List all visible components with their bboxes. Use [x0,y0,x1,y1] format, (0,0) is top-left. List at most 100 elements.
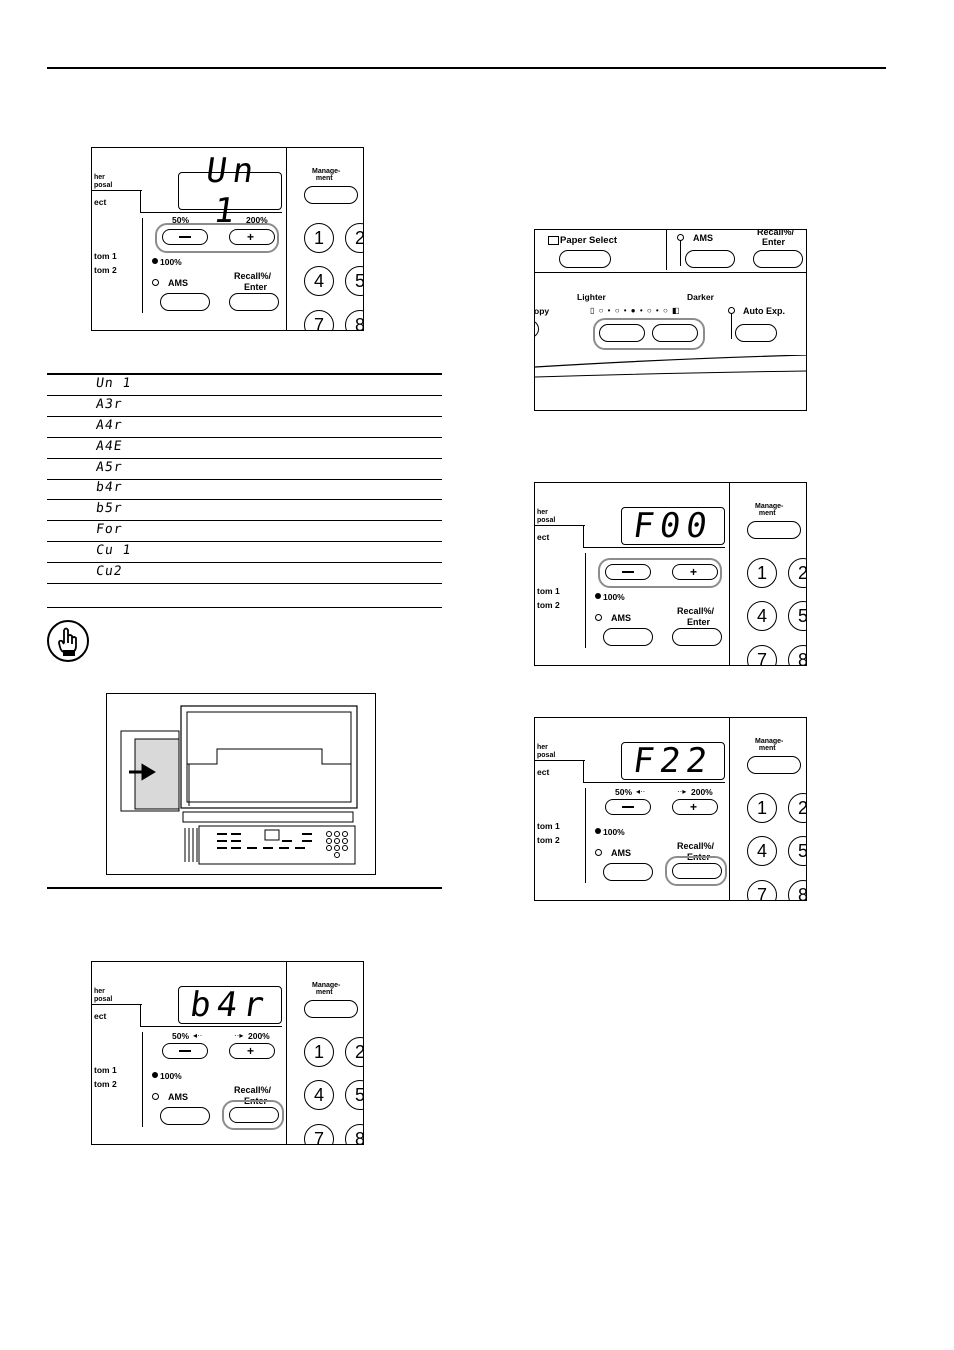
label-50: 50% [172,215,190,225]
side-label-3: ect [94,197,107,207]
table-row: b4r [47,478,442,500]
table-row: b5r [47,499,442,521]
label-50: 50% [172,1031,190,1041]
lcd-text: F00 [630,506,716,546]
enter-highlight [665,856,727,886]
lcd-display: F22 [621,741,725,781]
control-panel-f00: her posal ect tom 1 tom 2 F00 + 100% AMS… [534,482,807,666]
label-ams: AMS [611,613,631,623]
ams-button[interactable] [685,250,735,268]
zoom-minus-button[interactable] [162,1043,208,1059]
key-8[interactable]: 8 [788,880,806,900]
side-label-1: her [537,509,548,516]
paper-select-icon [548,236,559,245]
ams-button[interactable] [603,863,653,881]
enter-button[interactable] [753,250,803,268]
exposure-scale: ▯ ○ • ○ • ● • ○ • ○ ◧ [590,306,681,315]
key-2[interactable]: 2 [788,558,806,588]
side-label-7: tom 2 [94,265,117,275]
table-row: For [47,520,442,542]
side-label-1: her [94,174,105,181]
enter-button[interactable] [229,293,279,311]
auto-exp-button[interactable] [735,324,777,342]
key-2[interactable]: 2 [788,793,806,823]
copy-button[interactable] [535,320,539,338]
side-label-2: posal [537,517,556,524]
key-4[interactable]: 4 [304,1080,334,1110]
key-1[interactable]: 1 [304,223,334,253]
table-row [47,583,442,608]
key-2[interactable]: 2 [345,1037,363,1067]
control-panel-f22: her posal ect tom 1 tom 2 F22 50% ◂·· ··… [534,717,807,901]
lcd-text: b4r [187,985,273,1025]
zoom-plus-button[interactable]: + [229,229,275,245]
zoom-minus-button[interactable] [162,229,208,245]
key-4[interactable]: 4 [747,836,777,866]
lighter-button[interactable] [599,324,645,342]
side-label-7: tom 2 [537,600,560,610]
lcd-text: Un 1 [203,151,263,231]
lcd-display: Un 1 [178,151,282,231]
paper-select-button[interactable] [559,250,611,268]
key-7[interactable]: 7 [304,310,334,330]
zoom-minus-button[interactable] [605,564,651,580]
key-5[interactable]: 5 [788,601,806,631]
zoom-minus-button[interactable] [605,799,651,815]
label-lighter: Lighter [577,292,606,302]
label-recall: Recall%/ [677,841,715,851]
key-5[interactable]: 5 [788,836,806,866]
note-hand-icon [46,619,90,663]
zoom-plus-button[interactable]: + [672,564,718,580]
label-200: 200% [248,1031,270,1041]
enter-button[interactable] [229,1107,279,1123]
management-button[interactable] [747,756,801,774]
key-1[interactable]: 1 [747,793,777,823]
ams-button[interactable] [160,1107,210,1125]
ams-button[interactable] [603,628,653,646]
management-button[interactable] [304,186,358,204]
darker-button[interactable] [652,324,698,342]
zoom-plus-button[interactable]: + [229,1043,275,1059]
key-8[interactable]: 8 [788,645,806,665]
label-recall: Recall%/ [234,271,272,281]
key-4[interactable]: 4 [747,601,777,631]
key-5[interactable]: 5 [345,1080,363,1110]
section-rule [47,887,442,889]
key-1[interactable]: 1 [747,558,777,588]
management-button[interactable] [304,1000,358,1018]
table-row: Cu 1 [47,541,442,563]
table-row: A4r [47,416,442,438]
key-8[interactable]: 8 [345,310,363,330]
table-row: Cu2 [47,562,442,584]
enter-highlight [222,1100,284,1130]
key-7[interactable]: 7 [747,645,777,665]
label-recall: Recall%/ [677,606,715,616]
zoom-highlight [598,558,722,588]
label-ams: AMS [168,1092,188,1102]
side-label-1: her [94,988,105,995]
label-management: Manage- ment [312,168,341,182]
enter-button[interactable] [672,863,722,879]
ams-button[interactable] [160,293,210,311]
zoom-plus-button[interactable]: + [672,799,718,815]
key-2[interactable]: 2 [345,223,363,253]
key-8[interactable]: 8 [345,1124,363,1144]
key-7[interactable]: 7 [747,880,777,900]
label-enter: Enter [762,237,786,247]
management-button[interactable] [747,521,801,539]
label-100: 100% [603,827,625,837]
key-7[interactable]: 7 [304,1124,334,1144]
copier-illustration [106,693,376,875]
table-row: Un 1 [47,374,442,396]
enter-button[interactable] [672,628,722,646]
key-4[interactable]: 4 [304,266,334,296]
key-1[interactable]: 1 [304,1037,334,1067]
table-top-rule [47,373,442,375]
lcd-display: F00 [621,506,725,546]
arrow-right-icon: ··▸ [677,787,687,796]
label-copy: opy [534,306,550,316]
label-management: Manage- ment [312,982,341,996]
side-label-3: ect [537,767,550,777]
key-5[interactable]: 5 [345,266,363,296]
side-label-7: tom 2 [94,1079,117,1089]
